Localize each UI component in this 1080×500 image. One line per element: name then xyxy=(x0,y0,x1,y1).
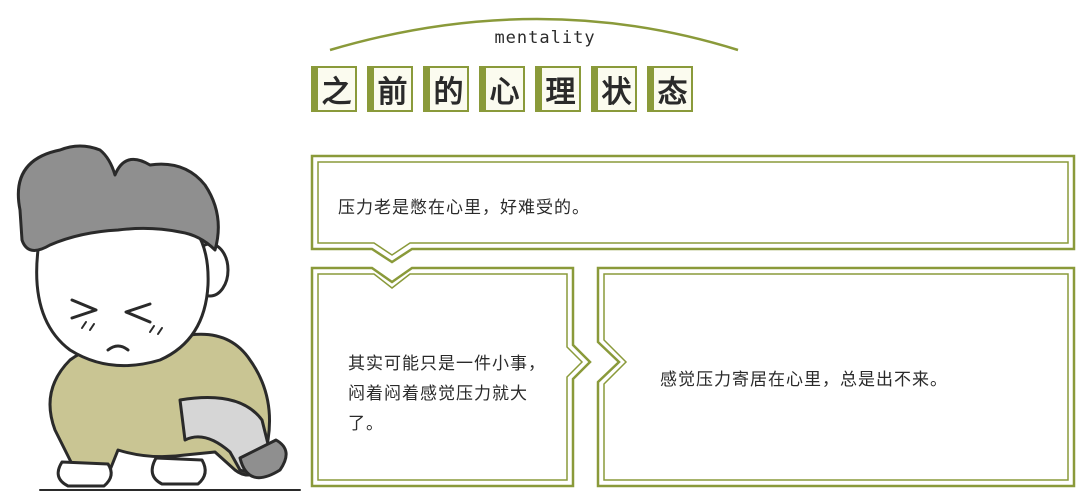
header-title: 之 前 的 心 理 状 态 xyxy=(311,66,693,112)
right-box xyxy=(596,266,1076,488)
right-box-text: 感觉压力寄居在心里，总是出不来。 xyxy=(660,370,948,390)
title-char: 的 xyxy=(423,66,469,112)
title-char: 状 xyxy=(591,66,637,112)
title-char: 心 xyxy=(479,66,525,112)
header-subtitle: mentality xyxy=(494,28,596,48)
header-arc xyxy=(329,17,739,52)
title-char: 之 xyxy=(311,66,357,112)
left-box xyxy=(310,266,592,488)
title-char: 理 xyxy=(535,66,581,112)
title-char: 态 xyxy=(647,66,693,112)
stressed-person-illustration xyxy=(16,144,301,491)
top-box-text: 压力老是憋在心里，好难受的。 xyxy=(338,198,590,218)
left-box-text: 其实可能只是一件小事，闷着闷着感觉压力就大了。 xyxy=(348,354,546,434)
top-box xyxy=(310,154,1076,264)
title-char: 前 xyxy=(367,66,413,112)
